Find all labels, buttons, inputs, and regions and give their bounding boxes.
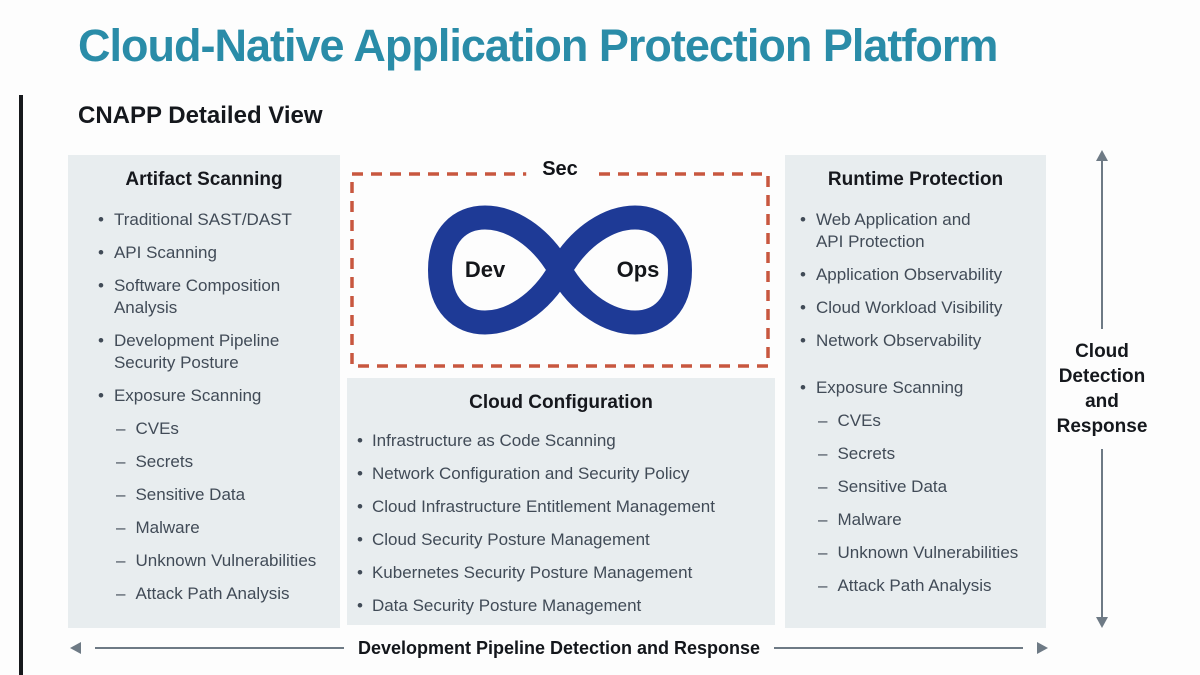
down-arrowhead-icon — [1096, 617, 1108, 628]
cloud-configuration-list: •Infrastructure as Code Scanning •Networ… — [347, 430, 775, 617]
list-item: •Cloud Workload Visibility — [800, 298, 1003, 317]
list-subitem: –Unknown Vulnerabilities — [116, 551, 317, 570]
dash-marker: – — [818, 411, 828, 430]
list-item: •Cloud Security Posture Management — [357, 530, 650, 549]
list-item: •Network Observability — [800, 331, 982, 350]
list-subitem: –Attack Path Analysis — [116, 584, 290, 603]
devsecops-box: Sec Dev Ops — [350, 158, 770, 368]
list-subitem: –Attack Path Analysis — [818, 576, 992, 595]
dash-marker: – — [116, 584, 126, 603]
dev-label: Dev — [464, 257, 506, 282]
list-subitem: –CVEs — [818, 411, 881, 430]
dash-marker: – — [818, 576, 828, 595]
list-item: •Cloud Infrastructure Entitlement Manage… — [357, 497, 715, 516]
list-item: •Development Pipeline Security Posture — [98, 331, 280, 372]
runtime-protection-panel: Runtime Protection •Web Application and … — [785, 155, 1046, 628]
devops-infinity-icon: Dev Ops — [410, 200, 710, 340]
list-item: •Infrastructure as Code Scanning — [357, 431, 616, 450]
artifact-scanning-panel: Artifact Scanning •Traditional SAST/DAST… — [68, 155, 340, 628]
vertical-arrow-line — [1101, 449, 1103, 617]
vertical-arrow-line — [1101, 161, 1103, 329]
development-pipeline-axis: Development Pipeline Detection and Respo… — [70, 634, 1048, 662]
ops-label: Ops — [616, 257, 660, 282]
horizontal-arrow-line — [774, 647, 1023, 649]
list-item: •Web Application and API Protection — [800, 210, 971, 251]
bullet-marker: • — [98, 331, 104, 350]
bullet-marker: • — [800, 298, 806, 317]
bullet-marker: • — [800, 265, 806, 284]
bullet-marker: • — [357, 563, 363, 582]
up-arrowhead-icon — [1096, 150, 1108, 161]
bullet-marker: • — [98, 243, 104, 262]
list-item: •Application Observability — [800, 265, 1003, 284]
dash-marker: – — [116, 518, 126, 537]
list-subitem: –Secrets — [818, 444, 896, 463]
page-title: Cloud-Native Application Protection Plat… — [78, 20, 998, 71]
bullet-marker: • — [800, 331, 806, 350]
artifact-scanning-list: •Traditional SAST/DAST •API Scanning •So… — [68, 209, 340, 605]
list-subitem: –Sensitive Data — [116, 485, 246, 504]
list-item: •Kubernetes Security Posture Management — [357, 563, 693, 582]
cloud-configuration-title: Cloud Configuration — [469, 392, 653, 413]
bullet-marker: • — [98, 210, 104, 229]
cloud-detection-response-axis: Cloud Detection and Response — [1054, 150, 1150, 628]
bullet-marker: • — [357, 497, 363, 516]
list-item: •Software Composition Analysis — [98, 276, 281, 317]
bullet-marker: • — [357, 464, 363, 483]
dash-marker: – — [116, 452, 126, 471]
runtime-protection-title: Runtime Protection — [827, 169, 1004, 190]
infinity-icon — [427, 205, 693, 335]
list-item: •Exposure Scanning — [800, 378, 964, 397]
dash-marker: – — [818, 543, 828, 562]
dash-marker: – — [116, 419, 126, 438]
list-subitem: –CVEs — [116, 419, 179, 438]
dash-marker: – — [818, 510, 828, 529]
list-item: •Network Configuration and Security Poli… — [357, 464, 690, 483]
list-subitem: –Sensitive Data — [818, 477, 948, 496]
bullet-marker: • — [357, 431, 363, 450]
bullet-marker: • — [98, 386, 104, 405]
development-pipeline-label: Development Pipeline Detection and Respo… — [357, 637, 761, 658]
list-subitem: –Malware — [818, 510, 902, 529]
sec-label: Sec — [526, 158, 594, 181]
bullet-marker: • — [800, 378, 806, 397]
list-subitem: –Malware — [116, 518, 200, 537]
list-item: •Traditional SAST/DAST — [98, 210, 292, 229]
dash-marker: – — [116, 551, 126, 570]
artifact-scanning-title: Artifact Scanning — [125, 169, 283, 190]
right-arrowhead-icon — [1037, 642, 1048, 654]
list-item: •API Scanning — [98, 243, 217, 262]
left-arrowhead-icon — [70, 642, 81, 654]
list-subitem: –Unknown Vulnerabilities — [818, 543, 1019, 562]
cloud-configuration-panel: Cloud Configuration •Infrastructure as C… — [347, 378, 775, 625]
dash-marker: – — [116, 485, 126, 504]
cloud-detection-response-label: Cloud Detection and Response — [1056, 340, 1148, 438]
list-item: •Exposure Scanning — [98, 386, 262, 405]
left-rule — [19, 95, 23, 675]
dash-marker: – — [818, 477, 828, 496]
bullet-marker: • — [357, 530, 363, 549]
bullet-marker: • — [98, 276, 104, 295]
bullet-marker: • — [357, 596, 363, 615]
horizontal-arrow-line — [95, 647, 344, 649]
bullet-marker: • — [800, 210, 806, 229]
runtime-protection-list: •Web Application and API Protection •App… — [785, 209, 1046, 597]
list-item: •Data Security Posture Management — [357, 596, 642, 615]
list-subitem: –Secrets — [116, 452, 194, 471]
diagram-subtitle: CNAPP Detailed View — [78, 102, 323, 129]
dash-marker: – — [818, 444, 828, 463]
